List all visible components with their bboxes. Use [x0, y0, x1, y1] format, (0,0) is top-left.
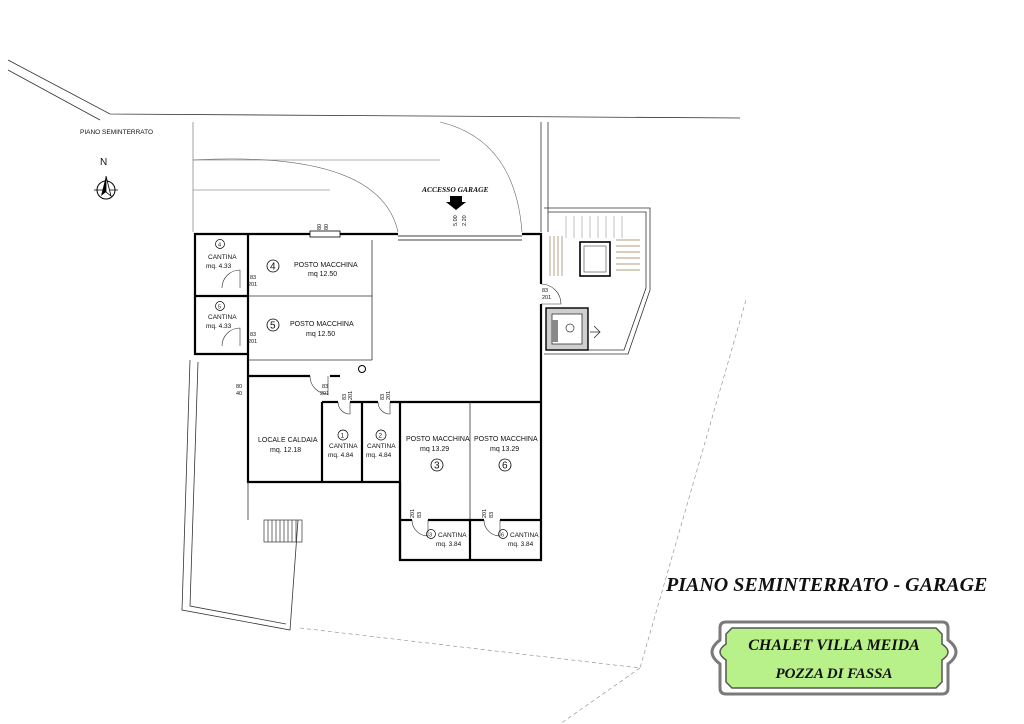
room-cantina-3: 3 CANTINA mq. 3.84 [426, 529, 467, 548]
room-cantina-1: 1 CANTINA mq. 4.84 [328, 429, 358, 459]
dim-83-d: 83 [342, 394, 348, 400]
dim-top-b: 80 [324, 224, 330, 230]
room-cantina-6: 6 CANTINA mq. 3.84 [498, 529, 539, 548]
dim-201-f: 201 [542, 295, 551, 301]
dim-201-h: 201 [482, 509, 488, 518]
access-arrow-icon [446, 196, 466, 210]
room-number: 5 [218, 305, 221, 311]
access-label: ACCESSO GARAGE [421, 185, 489, 194]
north-label: N [100, 157, 107, 168]
room-name: CANTINA [438, 532, 467, 539]
door-swings [221, 230, 562, 537]
room-name: CANTINA [208, 254, 237, 261]
dim-83-h: 83 [489, 512, 495, 518]
room-number: 5 [270, 321, 276, 332]
room-area: mq. 4.84 [328, 452, 354, 459]
plan-title-small: PIANO SEMINTERRATO [80, 129, 153, 136]
room-number: 3 [429, 533, 432, 539]
main-title: PIANO SEMINTERRATO - GARAGE [665, 574, 987, 596]
access-dim-1: 5.00 [453, 215, 459, 226]
dim-201-d: 201 [348, 391, 354, 400]
room-area: mq 12.50 [306, 331, 335, 338]
access-dim-2: 2.20 [462, 215, 468, 226]
site-context-lines [7, 59, 747, 724]
dim-40: 40 [236, 391, 242, 397]
room-name: POSTO MACCHINA [290, 321, 354, 328]
north-arrow-icon: N [94, 157, 118, 200]
exterior-stair [247, 482, 303, 543]
room-name: CANTINA [208, 314, 237, 321]
room-number: 6 [502, 461, 508, 472]
room-posto-4: 4 POSTO MACCHINA mq 12.50 [266, 259, 358, 278]
dim-201-a: 201 [248, 282, 257, 288]
room-number: 4 [218, 243, 221, 249]
dim-201-g: 201 [410, 509, 416, 518]
dim-83-f: 83 [542, 288, 548, 294]
brand-line-1: CHALET VILLA MEIDA [748, 637, 920, 654]
dim-top-a: 80 [317, 224, 323, 230]
room-posto-5: 5 POSTO MACCHINA mq 12.50 [266, 318, 354, 338]
room-area: mq. 4.84 [366, 452, 392, 459]
room-name: POSTO MACCHINA [294, 262, 358, 269]
door-dimension-labels: 80 80 83 201 83 201 80 40 83 201 83 201 … [236, 224, 551, 518]
dim-83-g: 83 [417, 512, 423, 518]
room-name: CANTINA [510, 532, 539, 539]
room-cantina-5: 5 CANTINA mq. 4.33 [206, 301, 237, 330]
dim-80: 80 [236, 384, 242, 390]
access-marker: ACCESSO GARAGE 5.00 2.20 [421, 185, 489, 226]
room-area: mq 13.29 [420, 446, 449, 453]
room-locale-caldaia: LOCALE CALDAIA mq. 12.18 [258, 437, 318, 454]
room-name: POSTO MACCHINA [474, 436, 538, 443]
room-number: 3 [434, 461, 440, 472]
room-name: LOCALE CALDAIA [258, 437, 318, 444]
room-area: mq. 4.33 [206, 263, 232, 270]
stair-tower [544, 207, 651, 355]
brand-line-2: POZZA DI FASSA [776, 666, 893, 682]
room-area: mq 12.50 [308, 271, 337, 278]
room-area: mq. 3.84 [436, 541, 462, 548]
room-name: CANTINA [329, 443, 358, 450]
room-posto-3: POSTO MACCHINA mq 13.29 3 [406, 436, 470, 472]
room-cantina-2: 2 CANTINA mq. 4.84 [366, 429, 396, 459]
room-number: 6 [501, 533, 504, 539]
room-area: mq. 3.84 [508, 541, 534, 548]
dim-201-e: 201 [386, 391, 392, 400]
room-number: 4 [270, 262, 276, 273]
building-walls [193, 232, 543, 562]
room-name: POSTO MACCHINA [406, 436, 470, 443]
dim-201-b: 201 [248, 339, 257, 345]
dim-83-b: 83 [250, 332, 256, 338]
room-name: CANTINA [367, 443, 396, 450]
dim-83-e: 83 [380, 394, 386, 400]
room-cantina-4: 4 CANTINA mq. 4.33 [206, 239, 237, 270]
room-posto-6: POSTO MACCHINA mq 13.29 6 [474, 436, 538, 472]
dim-83-c: 83 [322, 384, 328, 390]
room-area: mq 13.29 [490, 446, 519, 453]
dim-83-a: 83 [250, 275, 256, 281]
brand-badge: CHALET VILLA MEIDA POZZA DI FASSA [710, 620, 958, 696]
room-area: mq. 12.18 [270, 447, 301, 454]
dim-201-c: 201 [320, 391, 329, 397]
room-number: 2 [379, 433, 383, 440]
room-number: 1 [341, 433, 345, 440]
room-area: mq. 4.33 [206, 323, 232, 330]
